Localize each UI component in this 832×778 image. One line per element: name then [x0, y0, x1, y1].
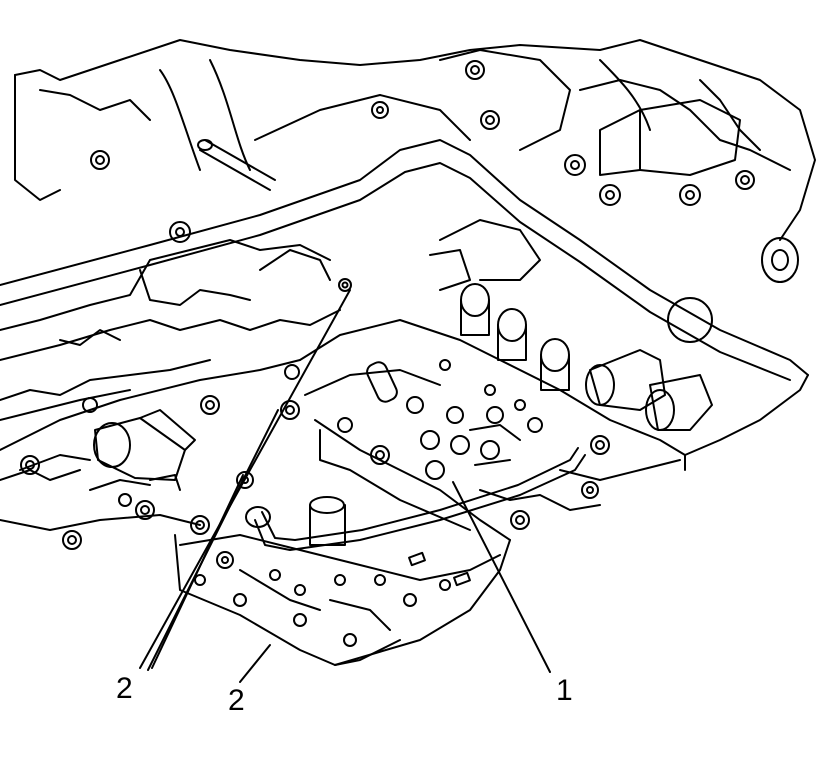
case-wall-right: [479, 374, 809, 530]
callout-label-2-right: 2: [228, 684, 245, 717]
valve-body-center: [280, 319, 686, 541]
pan-flange: [0, 139, 809, 381]
separator-plate: [174, 534, 511, 666]
solenoid-cluster: [429, 219, 713, 431]
transmission-housing: [14, 39, 816, 343]
filter-tube: [245, 447, 586, 551]
callout-label-2-left: 2: [116, 672, 133, 705]
callout-label-1: 1: [556, 674, 573, 707]
leader-lines: [139, 289, 551, 683]
leader-line-1: [452, 481, 551, 673]
valve-body-left: [0, 359, 301, 550]
leader-line-2-left: [139, 289, 351, 669]
case-wall-left: [0, 239, 341, 421]
leader-line-2-right: [151, 474, 244, 669]
leader-line-2-right-b: [239, 644, 271, 683]
